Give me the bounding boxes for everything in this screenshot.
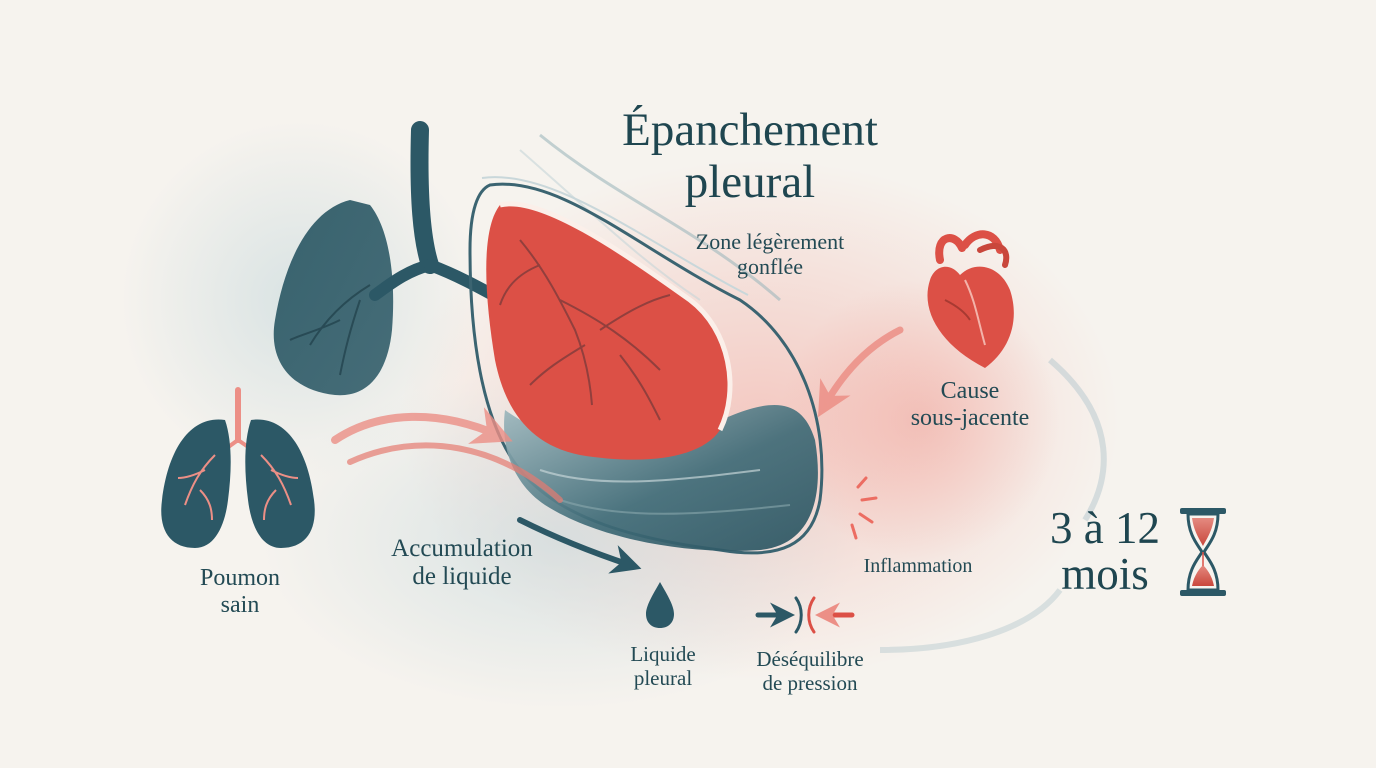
heart-icon [927, 230, 1014, 368]
droplet-icon [646, 582, 674, 628]
duration-line-1: 3 à 12 [1050, 503, 1160, 553]
healthy-lung-label: Poumon sain [199, 565, 280, 618]
fluid-accumulation-label: Accumulation de liquide [391, 535, 533, 590]
flow-lines [519, 133, 1107, 653]
diseased-lung-left [273, 200, 394, 396]
arrows [331, 326, 904, 574]
pleura-outline [468, 176, 824, 555]
duration-label: 3 à 12 mois [1030, 503, 1180, 599]
inflammation-burst-icon [850, 476, 878, 540]
title-line-2: pleural [684, 155, 816, 208]
swollen-zone-label: Zone légèrement gonflée [695, 229, 845, 279]
page-title: Épanchement pleural [560, 104, 940, 208]
inflammation-label: Inflammation [863, 555, 973, 577]
duration-line-2: mois [1061, 548, 1149, 599]
pressure-arrows-icon [755, 596, 855, 634]
pleural-liquid-label: Liquide pleural [630, 642, 696, 690]
healthy-lung-icon [161, 387, 315, 548]
pressure-imbalance-label: Déséquilibre de pression [756, 647, 864, 695]
pleural-fluid [504, 405, 818, 551]
title-line-1: Épanchement [622, 104, 878, 156]
inflamed-lung [486, 201, 733, 460]
hourglass-icon [1180, 508, 1226, 596]
underlying-cause-label: Cause sous-jacente [910, 378, 1030, 431]
